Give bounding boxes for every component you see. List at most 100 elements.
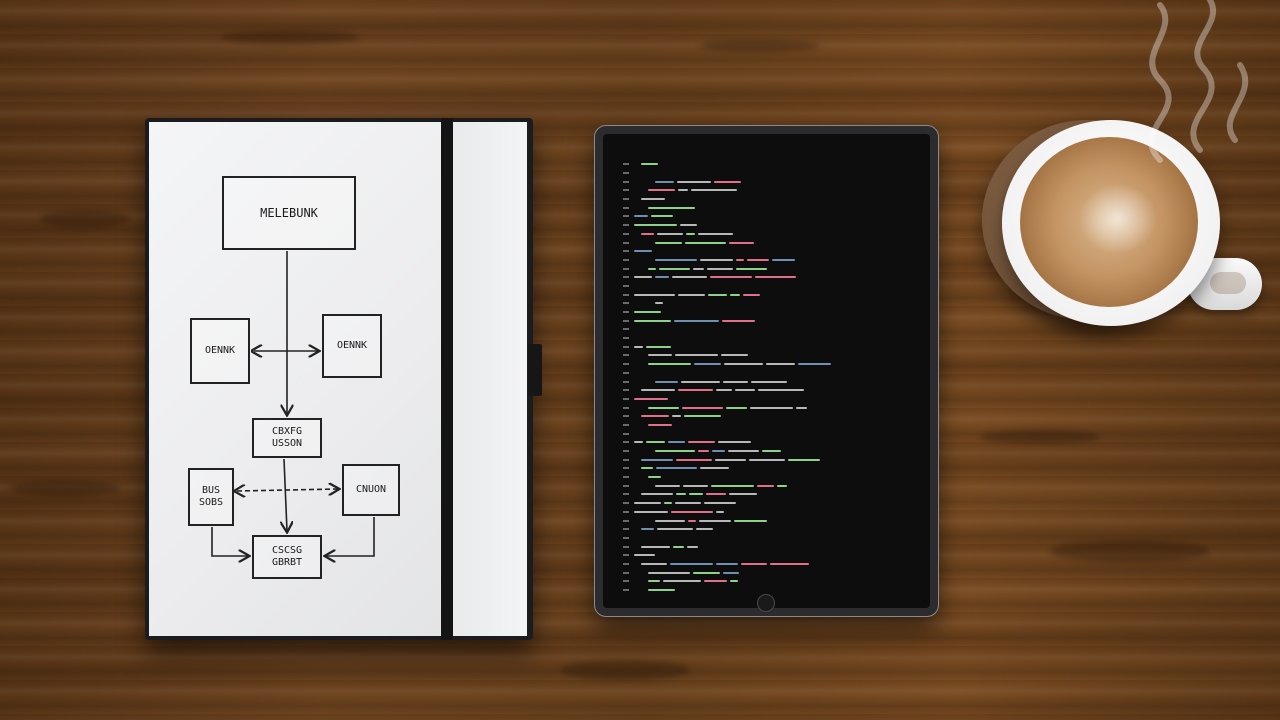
code-token [634, 554, 655, 557]
code-token [682, 406, 723, 409]
code-token [723, 380, 748, 383]
code-token [670, 562, 713, 565]
line-number [623, 580, 629, 583]
wood-knot [700, 40, 820, 52]
code-token [715, 458, 746, 461]
code-token [735, 389, 755, 392]
code-token [671, 510, 713, 513]
code-line [623, 212, 923, 221]
code-token [676, 458, 712, 461]
cup-handle-gap [1210, 272, 1246, 294]
line-number [623, 267, 629, 270]
code-token [648, 476, 661, 479]
code-line [623, 342, 923, 351]
line-number [623, 510, 629, 513]
code-line [623, 429, 923, 438]
code-token [743, 293, 760, 296]
code-line [623, 464, 923, 473]
code-token [655, 484, 680, 487]
code-token [634, 311, 661, 314]
diagram-lower-left-box: BUS SOBS [188, 468, 234, 526]
line-number [623, 562, 629, 565]
code-token [676, 493, 686, 496]
code-token [730, 293, 740, 296]
tablet [594, 125, 939, 617]
code-token [648, 423, 672, 426]
code-line [623, 256, 923, 265]
diagram-lower-left-line2: SOBS [198, 497, 224, 508]
diagram-lower-right-box: CNUON [342, 464, 400, 516]
code-token [698, 232, 733, 235]
code-token [641, 545, 670, 548]
code-token [688, 519, 696, 522]
code-token [686, 232, 695, 235]
diagram-right-label: OENNK [336, 340, 368, 351]
code-token [648, 354, 672, 357]
code-token [648, 571, 690, 574]
code-token [729, 241, 754, 244]
code-token [734, 519, 767, 522]
diagram-bottom-box: CSCSG GBRBT [252, 535, 322, 579]
code-line [623, 203, 923, 212]
code-token [729, 493, 757, 496]
code-token [648, 189, 675, 192]
code-token [641, 467, 653, 470]
code-token [766, 363, 795, 366]
code-token [648, 363, 691, 366]
code-token [770, 562, 809, 565]
line-number [623, 450, 629, 453]
code-token [685, 241, 726, 244]
code-token [750, 406, 793, 409]
line-number [623, 293, 629, 296]
code-token [664, 502, 672, 505]
code-token [634, 215, 648, 218]
code-token [648, 589, 675, 592]
tablet-screen[interactable] [603, 134, 930, 608]
code-token [675, 354, 718, 357]
line-number [623, 519, 629, 522]
code-token [663, 580, 701, 583]
code-line [623, 160, 923, 169]
wood-knot [980, 430, 1100, 444]
code-token [655, 380, 678, 383]
line-number [623, 423, 629, 426]
code-token [646, 345, 671, 348]
code-token [678, 189, 688, 192]
code-token [796, 406, 807, 409]
code-token [749, 458, 785, 461]
line-number [623, 545, 629, 548]
code-token [655, 276, 669, 279]
code-token [751, 380, 787, 383]
code-token [678, 389, 713, 392]
wood-knot [560, 660, 690, 680]
code-token [641, 389, 675, 392]
line-number [623, 380, 629, 383]
code-token [718, 441, 751, 444]
code-line [623, 455, 923, 464]
code-line [623, 238, 923, 247]
code-line [623, 351, 923, 360]
code-token [736, 258, 744, 261]
code-token [772, 258, 795, 261]
code-line [623, 299, 923, 308]
diagram-bottom-label: CSCSG GBRBT [272, 545, 302, 569]
code-token [693, 267, 704, 270]
code-token [673, 545, 684, 548]
code-token [798, 363, 831, 366]
code-token [755, 276, 796, 279]
code-token [672, 415, 681, 418]
code-line [623, 377, 923, 386]
line-number [623, 484, 629, 487]
tablet-home-button[interactable] [757, 594, 775, 612]
code-token [655, 450, 695, 453]
line-number [623, 215, 629, 218]
code-token [747, 258, 769, 261]
code-token [696, 528, 713, 531]
line-number [623, 528, 629, 531]
code-token [710, 276, 752, 279]
code-token [657, 528, 693, 531]
line-number [623, 389, 629, 392]
code-token [655, 302, 663, 305]
code-token [736, 267, 767, 270]
line-number [623, 554, 629, 557]
